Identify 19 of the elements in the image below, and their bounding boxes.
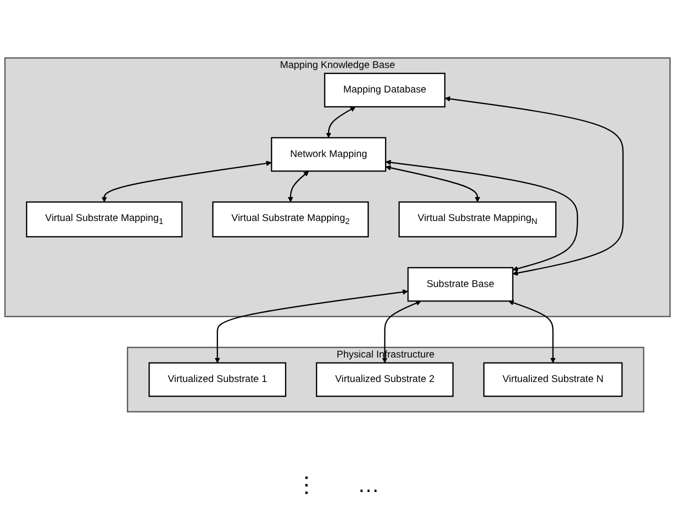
arrow [288, 171, 309, 202]
node-box: Virtual Substrate Mapping$_{N}$ [398, 202, 556, 238]
node-box: Mapping Database [324, 72, 446, 108]
node-box: Virtual Substrate Mapping$_{1}$ [26, 202, 183, 238]
node-box: Virtualized Substrate N [483, 362, 623, 398]
arrow [326, 106, 356, 138]
node-box: Substrate Base [407, 267, 514, 302]
arrow [102, 160, 272, 202]
arrow [508, 300, 556, 364]
arrow [386, 165, 480, 202]
node-box: Virtual Substrate Mapping$_{2}$ [212, 202, 369, 238]
node-box: Network Mapping [270, 137, 386, 172]
arrow [214, 289, 408, 364]
ellipsis-mark: ⋮ [296, 472, 318, 497]
ellipsis-mark: … [358, 472, 380, 497]
arrow [444, 96, 624, 276]
arrow [386, 160, 578, 272]
node-box: Virtualized Substrate 1 [148, 362, 286, 398]
node-box: Virtualized Substrate 2 [316, 362, 454, 398]
